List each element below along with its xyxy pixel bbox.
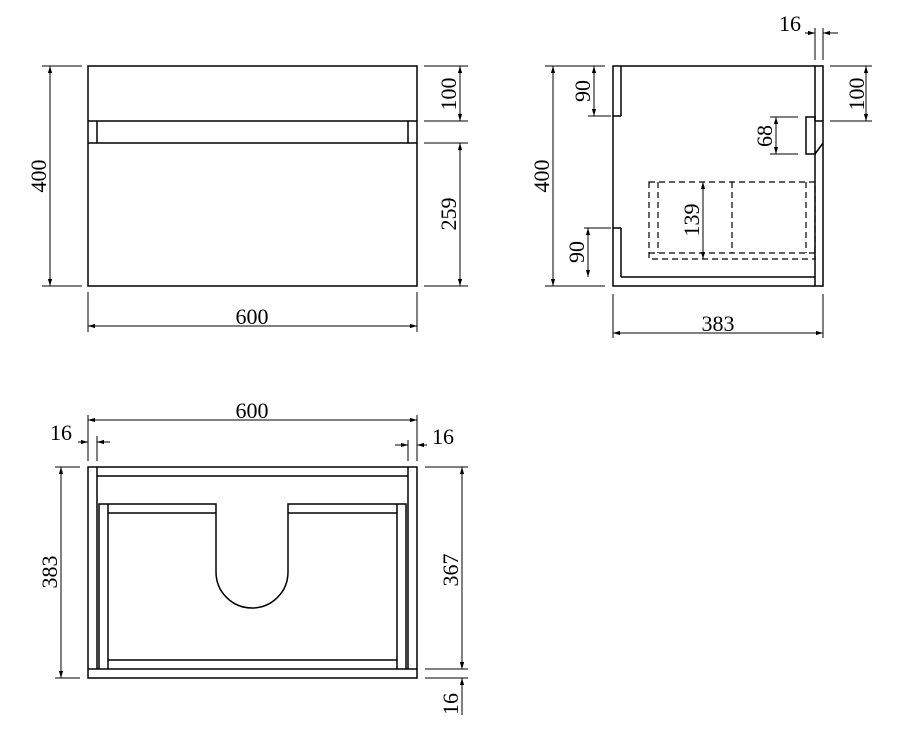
dim-side-depth-label: 383: [702, 311, 735, 336]
cabinet-outline: [87, 65, 418, 287]
dim-top-drawer-label: 100: [436, 78, 461, 111]
dim-width-label: 600: [236, 304, 269, 329]
front-view: 400 100 259 600: [26, 65, 468, 332]
dim-bottom-thickness-label: 16: [438, 693, 463, 715]
drawer-with-u-cutout: [98, 503, 407, 669]
side-outline: [612, 65, 824, 287]
dim-height-label: 400: [26, 160, 51, 193]
plan-outline: [87, 466, 418, 679]
dim-lower-drawer-label: 259: [436, 198, 461, 231]
side-view: 400 90 90 68 139 100 16 383: [529, 11, 872, 338]
dim-inner-depth-label: 367: [438, 554, 463, 587]
dim-side-height-label: 400: [529, 160, 554, 193]
handle: [805, 116, 816, 155]
dim-top-cutout-label: 90: [570, 80, 595, 102]
dim-bottom-cutout-label: 90: [564, 241, 589, 263]
dim-front-thickness-label: 16: [779, 11, 801, 36]
dim-handle-label: 68: [752, 125, 777, 147]
dim-plan-depth-label: 383: [37, 556, 62, 589]
dim-top-panel-label: 100: [844, 78, 869, 111]
plan-view: 600 16 16 383 367 16: [37, 398, 468, 715]
dim-right-thickness-label: 16: [432, 424, 454, 449]
dim-basin-label: 139: [679, 204, 704, 237]
dim-plan-width-label: 600: [236, 398, 269, 423]
dim-left-thickness-label: 16: [50, 420, 72, 445]
